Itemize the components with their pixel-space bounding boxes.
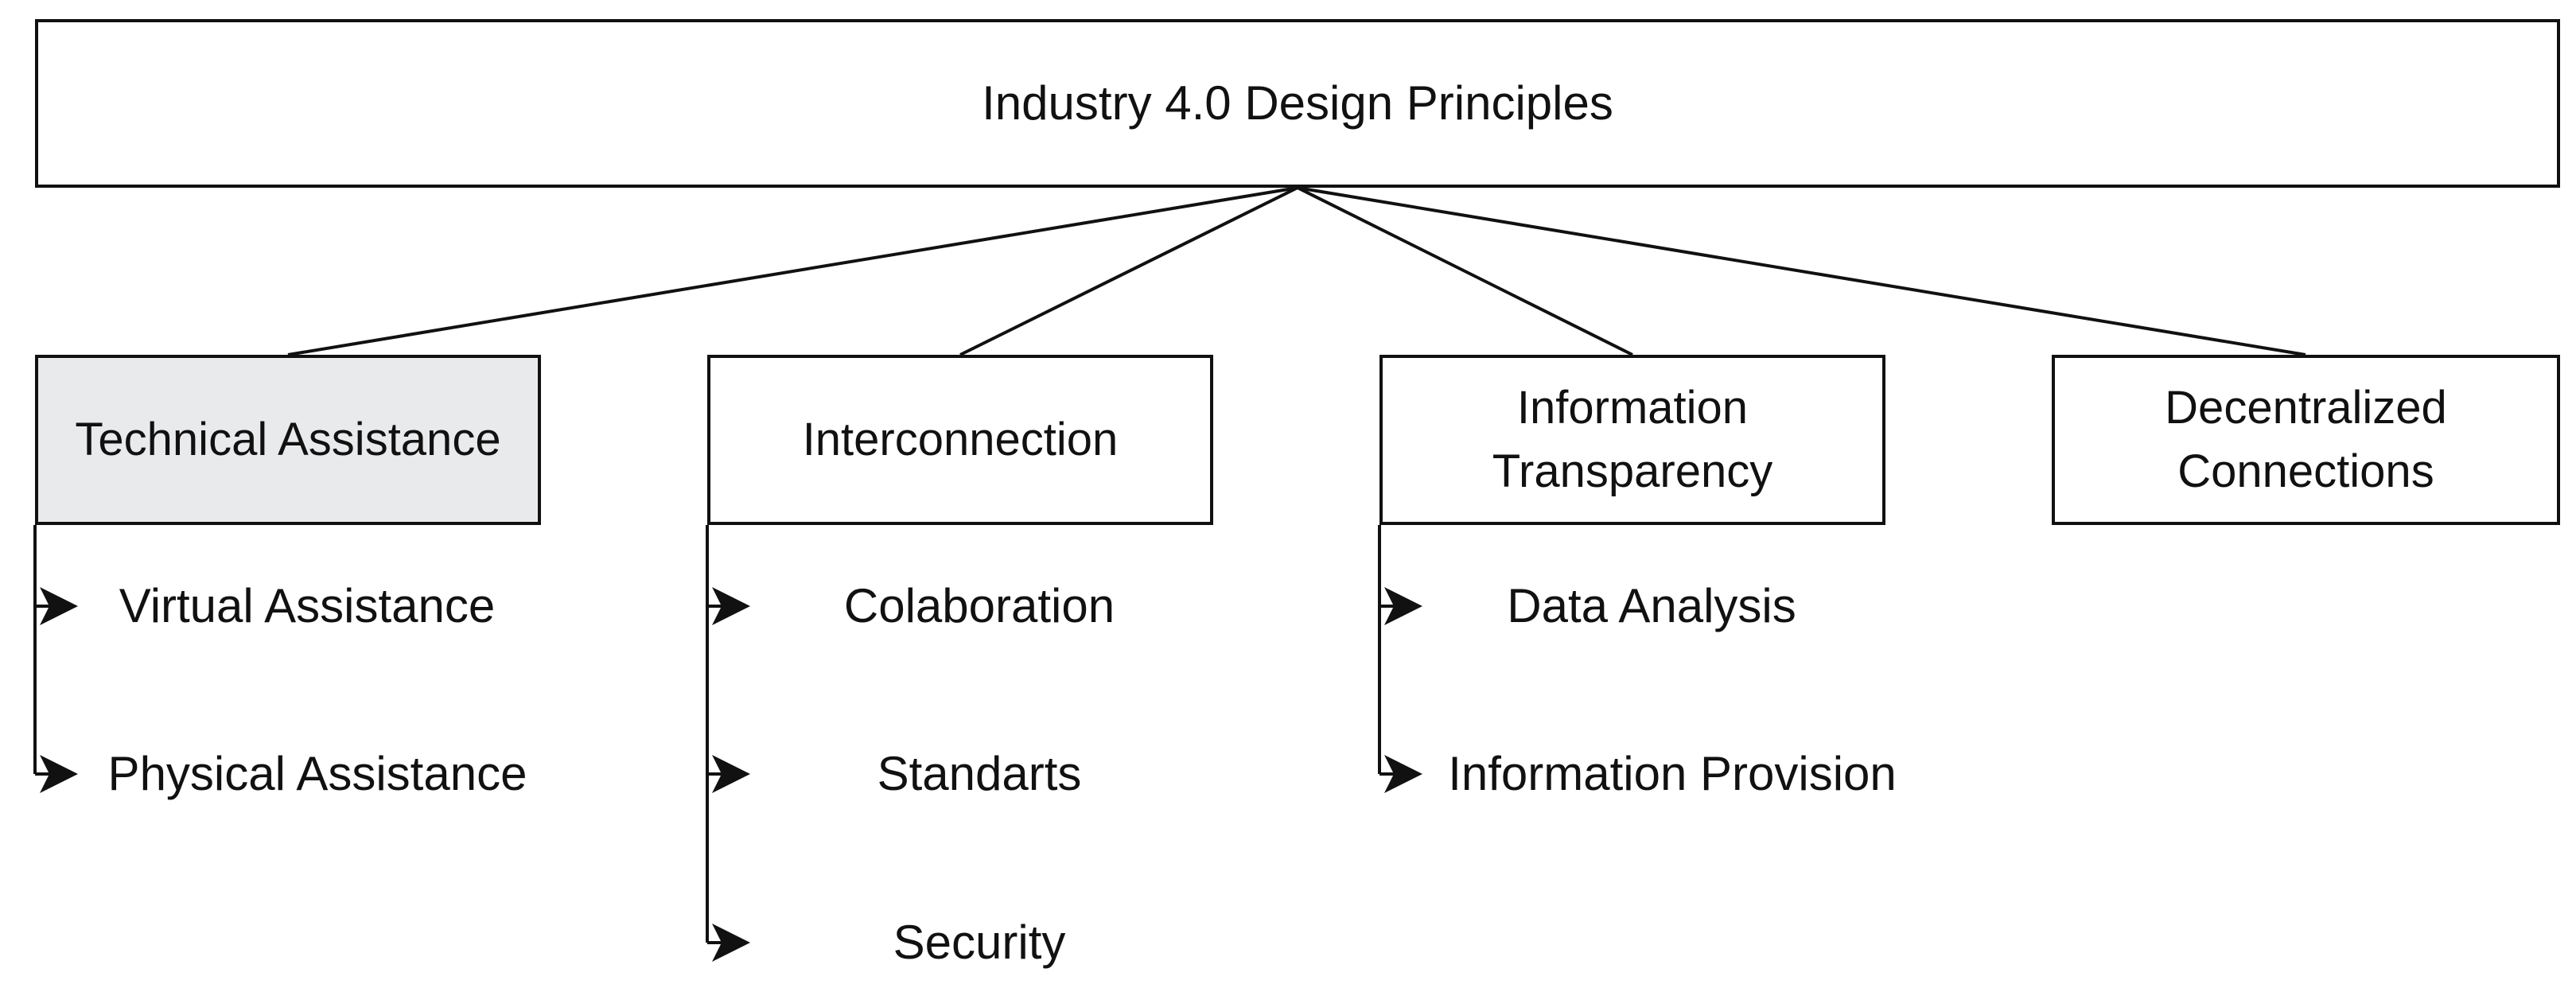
connector-line [1297,186,2306,356]
leaf-physical-assistance: Physical Assistance [107,747,527,800]
root-label: Industry 4.0 Design Principles [982,76,1613,130]
principle-technical-assistance: Technical Assistance [35,355,541,525]
arrow-icon [712,587,750,625]
connector-line [287,186,1298,356]
arrow-icon [40,587,78,625]
principle-label: Technical Assistance [75,414,501,465]
principle-label: Decentralized Connections [2165,382,2447,497]
arrow-icon [712,755,750,793]
principle-decentralized-connections: Decentralized Connections [2052,355,2560,525]
leaf-virtual-assistance: Virtual Assistance [119,579,496,632]
root-node: Industry 4.0 Design Principles [35,19,2560,188]
leaf-standarts: Standarts [877,747,1082,800]
principle-label: Information Transparency [1492,382,1773,497]
leaf-information-provision: Information Provision [1448,747,1897,800]
connector-line [959,186,1298,356]
principle-label: Interconnection [802,414,1119,465]
arrow-icon [40,755,78,793]
principle-interconnection: Interconnection [707,355,1213,525]
principle-information-transparency: Information Transparency [1379,355,1885,525]
arrow-icon [1384,755,1422,793]
leaf-data-analysis: Data Analysis [1507,579,1796,632]
connector-line [1297,186,1633,356]
leaf-security: Security [893,916,1066,969]
arrow-icon [712,924,750,962]
arrow-icon [1384,587,1422,625]
leaf-colaboration: Colaboration [843,579,1115,632]
